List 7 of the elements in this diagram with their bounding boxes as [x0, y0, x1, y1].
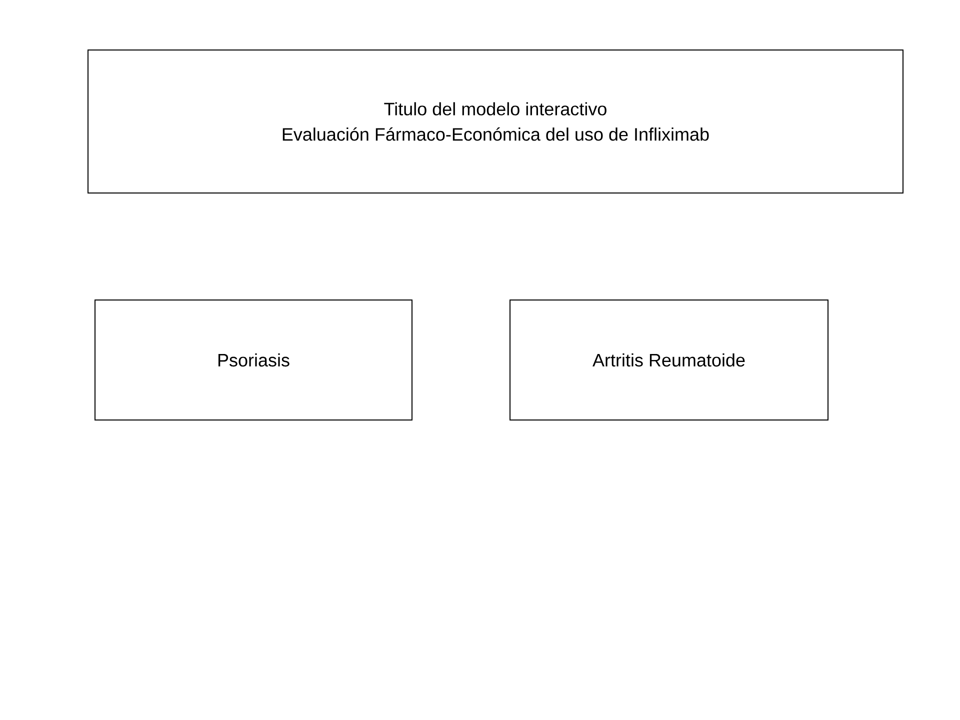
box-text: Psoriasis	[218, 353, 290, 367]
process-box	[94, 300, 412, 420]
title-box	[88, 50, 904, 194]
process-box	[510, 300, 828, 420]
box-text: Evaluación Fármaco-Económica del uso de Infliximab	[282, 127, 709, 141]
box-text: Artritis Reumatoide	[592, 353, 745, 367]
box-text: Titulo del modelo interactivo	[384, 102, 606, 116]
